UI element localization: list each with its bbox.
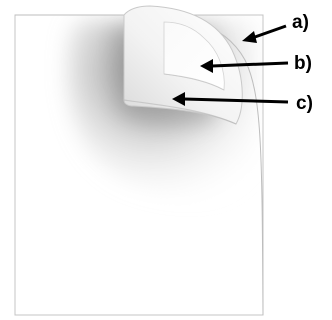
label-c: c) <box>296 93 313 114</box>
label-a: a) <box>292 12 309 33</box>
label-b: b) <box>294 53 312 74</box>
arrow-c <box>172 92 289 106</box>
arrow-b <box>200 59 289 73</box>
arrow-a <box>242 24 287 43</box>
